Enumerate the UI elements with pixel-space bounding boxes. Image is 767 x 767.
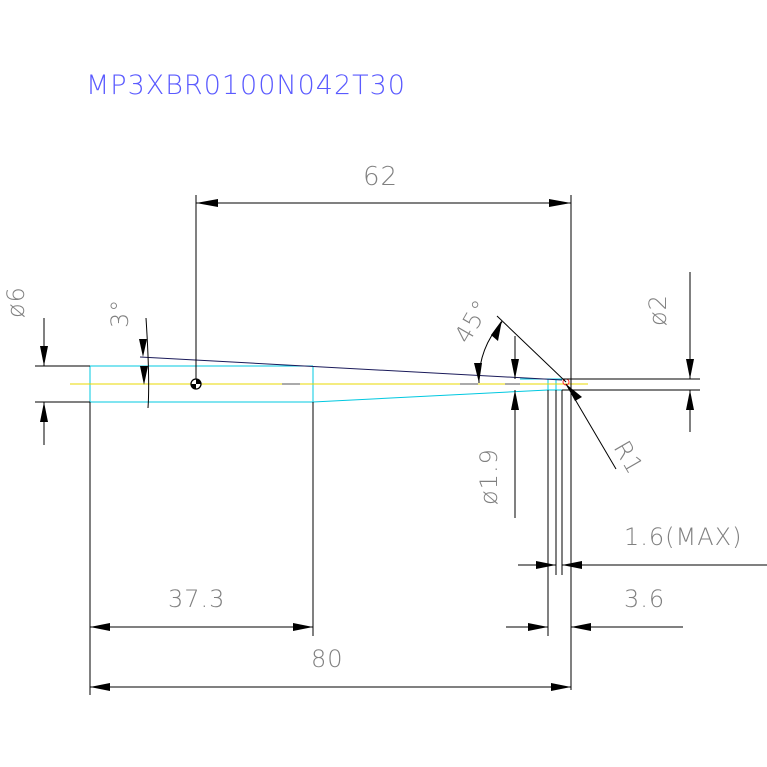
dim-label-dia2: ø2	[644, 294, 672, 326]
dimension-dia2	[562, 272, 700, 432]
dimension-62	[195, 195, 572, 690]
dim-label-dia6: ø6	[2, 286, 30, 318]
dimension-dia1-9	[511, 336, 519, 518]
dim-label-dia1-9: ø1.9	[475, 448, 503, 505]
dimension-r1	[565, 383, 617, 470]
part-outline	[89, 365, 565, 403]
dim-label-1-6-max: 1.6(MAX)	[624, 523, 742, 551]
part-number-title: MP3XBR0100N042T30	[86, 70, 406, 101]
dimension-angle-3	[139, 317, 150, 409]
dim-label-angle3: 3°	[106, 299, 134, 328]
dimension-3-6	[506, 390, 683, 636]
dim-label-80: 80	[311, 645, 344, 673]
taper-line	[139, 356, 563, 381]
dim-label-37-3: 37.3	[168, 585, 225, 613]
dim-label-r1: R1	[608, 436, 649, 479]
datum-point-icon	[190, 378, 202, 390]
dimension-80	[90, 683, 571, 691]
dimension-dia6	[35, 318, 90, 445]
dimension-37-3	[89, 402, 314, 695]
dimension-angle-45	[474, 315, 567, 384]
dim-label-3-6: 3.6	[624, 585, 665, 613]
dimension-1-6-max	[518, 390, 767, 575]
dim-label-62: 62	[363, 162, 398, 192]
